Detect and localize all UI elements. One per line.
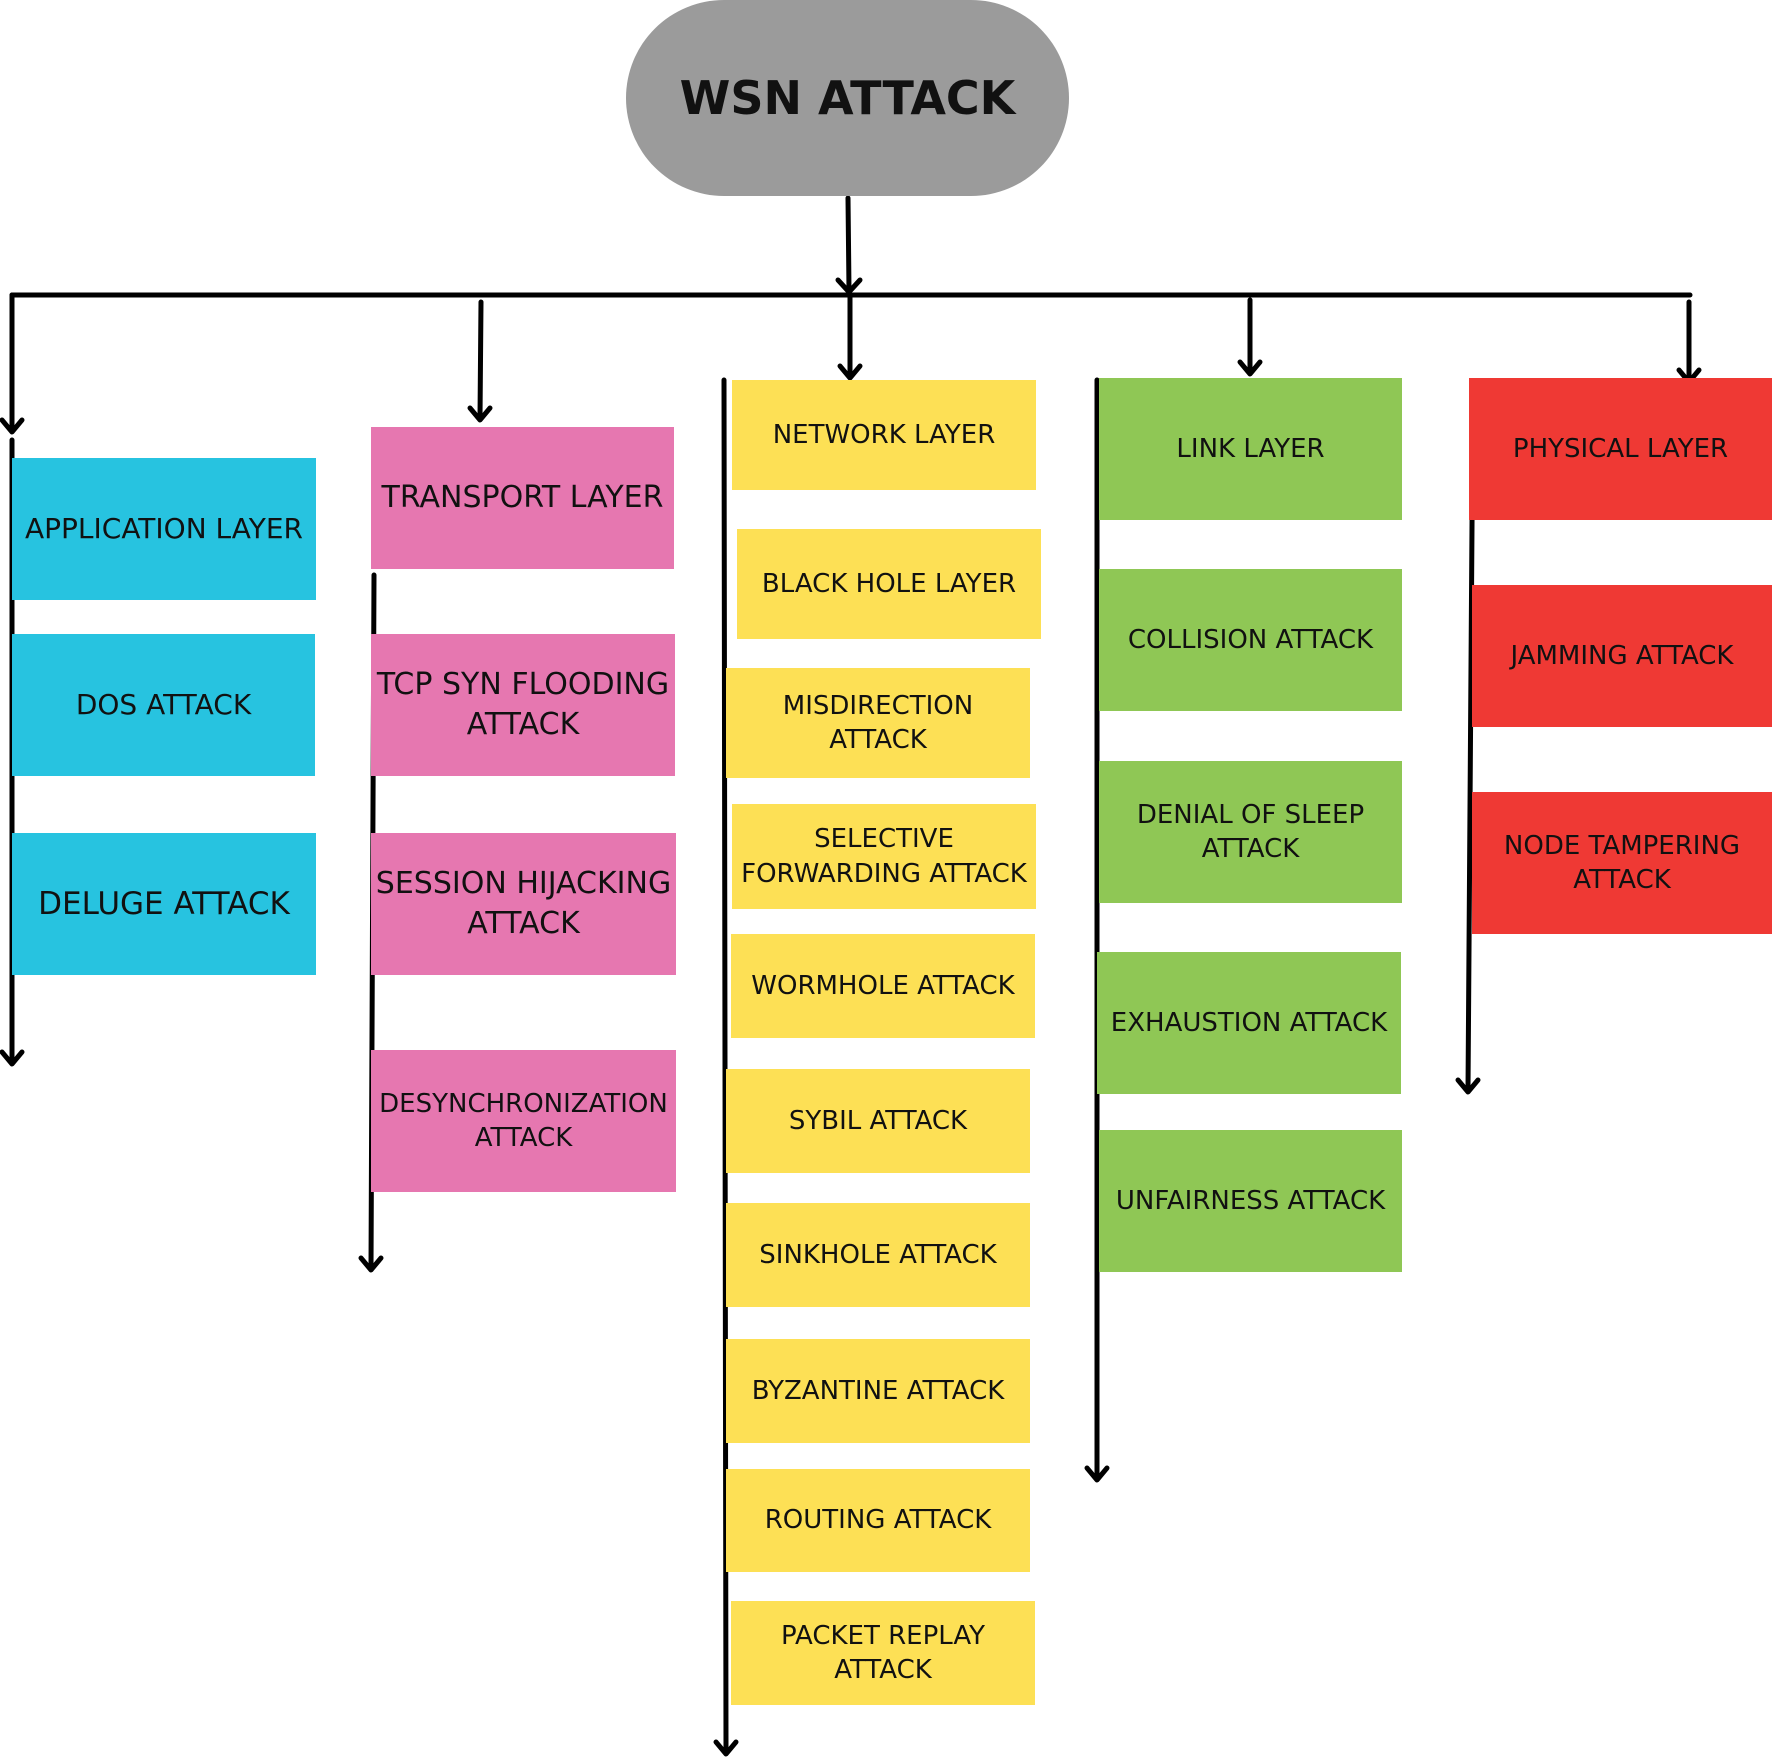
root-label: WSN ATTACK bbox=[679, 71, 1016, 125]
node-label: SINKHOLE ATTACK bbox=[759, 1239, 997, 1270]
drop-arrowhead-network bbox=[837, 363, 863, 381]
spine-line-network bbox=[721, 377, 729, 1755]
node-label: ROUTING ATTACK bbox=[764, 1505, 992, 1536]
node-label: PACKET REPLAY ATTACK bbox=[780, 1620, 986, 1685]
root-stem-line bbox=[845, 195, 852, 293]
node-routing-attack: ROUTING ATTACK bbox=[726, 1469, 1030, 1572]
node-jamming-attack: JAMMING ATTACK bbox=[1472, 585, 1772, 727]
node-black-hole-layer: BLACK HOLE LAYER bbox=[737, 529, 1041, 639]
root-stem-arrowhead bbox=[835, 277, 863, 295]
node-transport-layer: TRANSPORT LAYER bbox=[371, 427, 674, 569]
node-sinkhole-attack: SINKHOLE ATTACK bbox=[726, 1203, 1030, 1307]
spine-arrowhead-physical bbox=[1455, 1077, 1481, 1095]
node-label: NETWORK LAYER bbox=[772, 419, 996, 450]
drop-arrowhead-link bbox=[1237, 359, 1263, 377]
node-label: PHYSICAL LAYER bbox=[1512, 433, 1729, 464]
node-label: COLLISION ATTACK bbox=[1127, 624, 1374, 655]
node-dos-attack: DOS ATTACK bbox=[12, 634, 315, 776]
node-desynchronization-attack: DESYNCHRONIZATION ATTACK bbox=[371, 1050, 676, 1192]
node-label: SYBIL ATTACK bbox=[788, 1105, 968, 1136]
node-session-hijacking-attack: SESSION HIJACKING ATTACK bbox=[371, 833, 676, 975]
node-label: SELECTIVE FORWARDING ATTACK bbox=[741, 824, 1027, 889]
node-application-layer: APPLICATION LAYER bbox=[12, 458, 316, 600]
spine-arrowhead-link bbox=[1084, 1465, 1110, 1483]
node-label: BYZANTINE ATTACK bbox=[751, 1375, 1005, 1406]
node-label: MISDIRECTION ATTACK bbox=[782, 690, 974, 755]
node-byzantine-attack: BYZANTINE ATTACK bbox=[726, 1339, 1030, 1443]
node-label: DELUGE ATTACK bbox=[38, 885, 290, 922]
node-unfairness-attack: UNFAIRNESS ATTACK bbox=[1099, 1130, 1402, 1272]
node-node-tampering-attack: NODE TAMPERING ATTACK bbox=[1472, 792, 1772, 934]
node-tcp-syn-flooding-attack: TCP SYN FLOODING ATTACK bbox=[371, 634, 675, 776]
node-label: BLACK HOLE LAYER bbox=[761, 568, 1017, 599]
node-label: WORMHOLE ATTACK bbox=[751, 970, 1015, 1001]
node-label: DOS ATTACK bbox=[75, 687, 252, 721]
node-label: TCP SYN FLOODING ATTACK bbox=[376, 667, 670, 742]
node-denial-of-sleep-attack: DENIAL OF SLEEP ATTACK bbox=[1099, 761, 1402, 903]
node-deluge-attack: DELUGE ATTACK bbox=[12, 833, 316, 975]
node-physical-layer: PHYSICAL LAYER bbox=[1469, 378, 1772, 520]
node-label: DESYNCHRONIZATION ATTACK bbox=[379, 1088, 668, 1153]
node-exhaustion-attack: EXHAUSTION ATTACK bbox=[1097, 952, 1401, 1094]
node-label: LINK LAYER bbox=[1176, 433, 1325, 464]
drop-line-transport bbox=[477, 299, 484, 421]
spine-arrowhead-transport bbox=[358, 1255, 384, 1273]
node-sybil-attack: SYBIL ATTACK bbox=[726, 1069, 1030, 1173]
node-wormhole-attack: WORMHOLE ATTACK bbox=[731, 934, 1035, 1038]
node-label: JAMMING ATTACK bbox=[1510, 640, 1734, 671]
node-packet-replay-attack: PACKET REPLAY ATTACK bbox=[731, 1601, 1035, 1705]
spine-arrowhead-application bbox=[0, 1049, 25, 1067]
spine-arrowhead-network bbox=[713, 1739, 739, 1757]
node-label: APPLICATION LAYER bbox=[24, 511, 304, 545]
node-label: SESSION HIJACKING ATTACK bbox=[375, 866, 672, 941]
node-label: DENIAL OF SLEEP ATTACK bbox=[1136, 799, 1365, 864]
node-link-layer: LINK LAYER bbox=[1099, 378, 1402, 520]
drop-arrowhead-transport bbox=[467, 405, 493, 423]
node-selective-forwarding-attack: SELECTIVE FORWARDING ATTACK bbox=[732, 804, 1036, 909]
node-misdirection-attack: MISDIRECTION ATTACK bbox=[726, 668, 1030, 778]
node-label: UNFAIRNESS ATTACK bbox=[1115, 1185, 1386, 1216]
root-node: WSN ATTACK bbox=[626, 0, 1069, 196]
node-label: NODE TAMPERING ATTACK bbox=[1503, 830, 1741, 895]
node-label: TRANSPORT LAYER bbox=[381, 480, 664, 516]
drop-arrowhead-application bbox=[0, 417, 25, 435]
node-label: EXHAUSTION ATTACK bbox=[1110, 1007, 1388, 1038]
node-collision-attack: COLLISION ATTACK bbox=[1099, 569, 1402, 711]
node-network-layer: NETWORK LAYER bbox=[732, 380, 1036, 490]
